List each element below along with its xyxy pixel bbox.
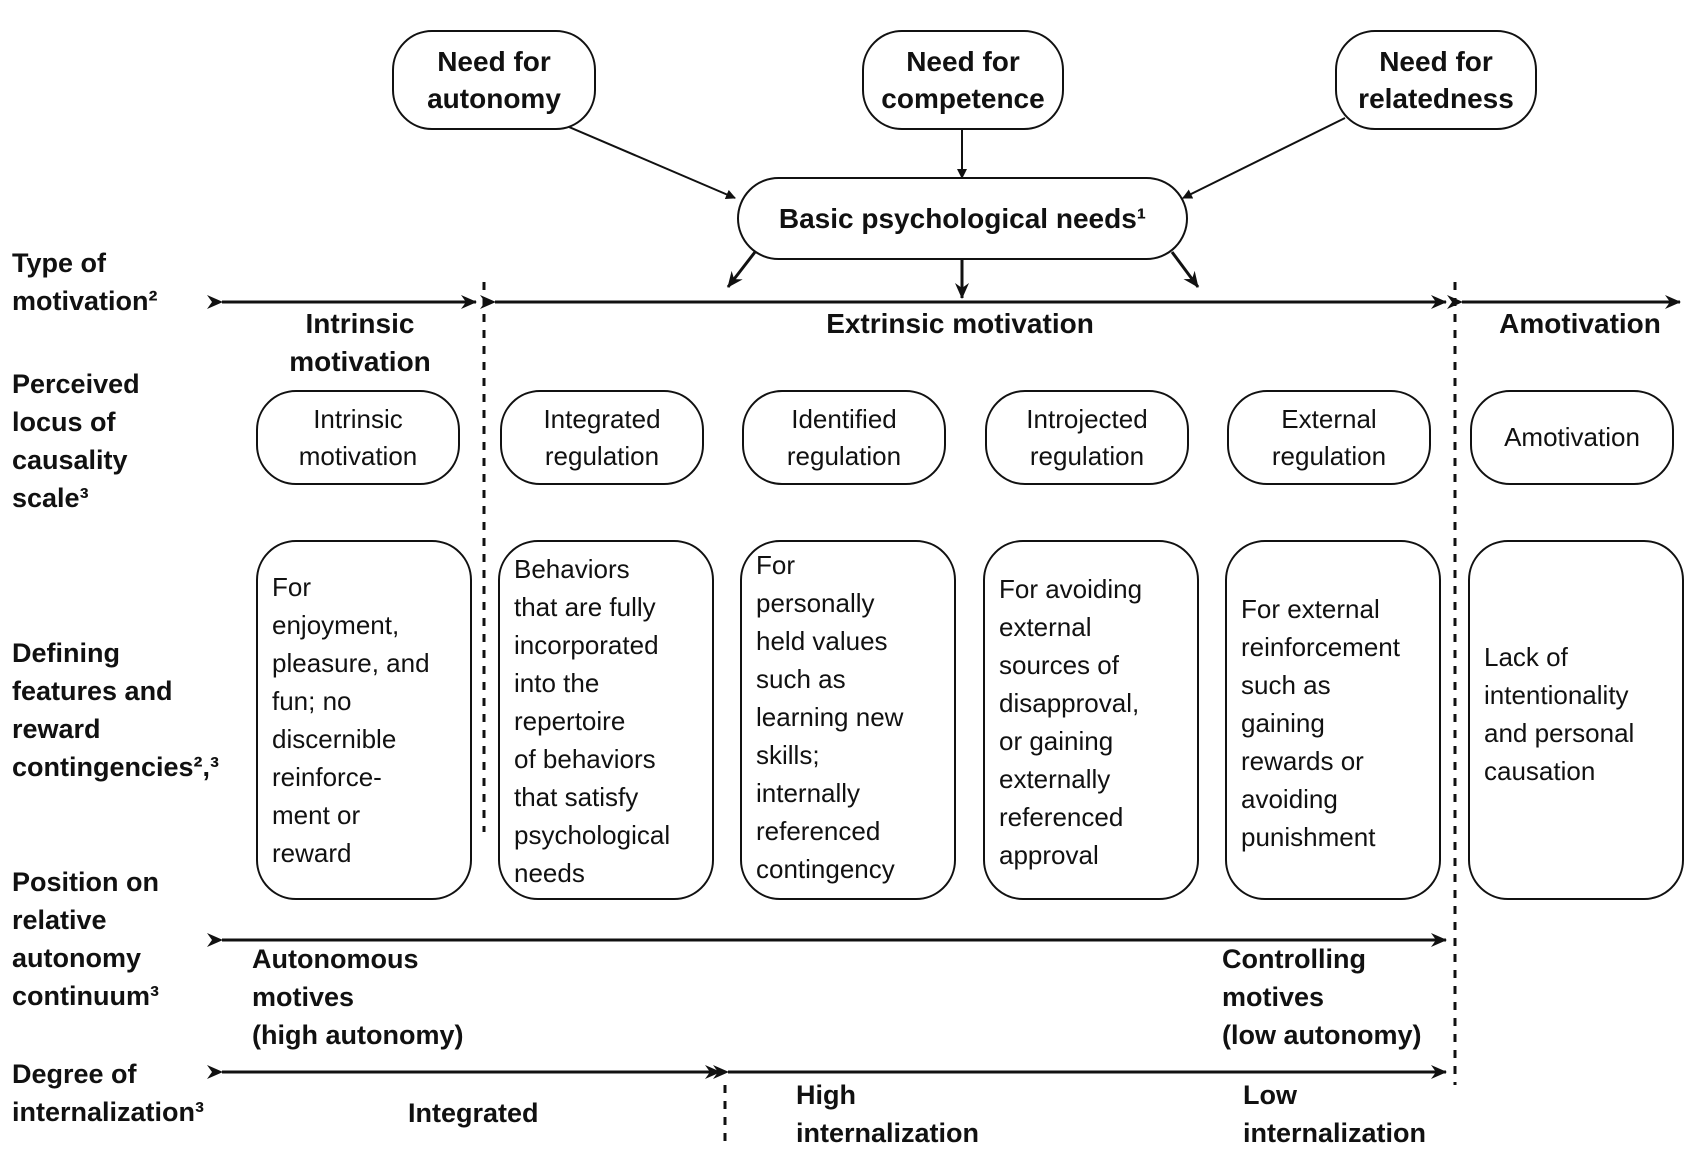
- relatedness-arrow: [1182, 117, 1346, 199]
- autonomous-motives-label: Autonomous motives (high autonomy): [252, 944, 464, 1050]
- need-relatedness-box: Need for relatedness: [1335, 30, 1537, 130]
- feature-intrinsic: For enjoyment, pleasure, and fun; no dis…: [256, 540, 472, 900]
- feature-amotivation: Lack of intentionality and personal caus…: [1468, 540, 1684, 900]
- scale-external-regulation: External regulation: [1227, 390, 1431, 485]
- heading-extrinsic-motivation: Extrinsic motivation: [826, 308, 1094, 339]
- label-defining-features: Defining features and reward contingenci…: [12, 638, 220, 782]
- label-locus-of-causality: Perceived locus of causality scale³: [12, 369, 140, 513]
- scale-identified-regulation: Identified regulation: [742, 390, 946, 485]
- feature-identified: For personally held values such as learn…: [740, 540, 956, 900]
- scale-amotivation: Amotivation: [1470, 390, 1674, 485]
- label-degree-internalization: Degree of internalization³: [12, 1059, 205, 1127]
- scale-introjected-regulation: Introjected regulation: [985, 390, 1189, 485]
- heading-amotivation: Amotivation: [1499, 308, 1661, 339]
- heading-intrinsic-motivation: Intrinsic motivation: [289, 308, 431, 377]
- high-internalization-label: High internalization: [796, 1080, 980, 1148]
- autonomy-arrow: [547, 117, 736, 200]
- integrated-label: Integrated: [408, 1098, 539, 1128]
- feature-integrated: Behaviors that are fully incorporated in…: [498, 540, 714, 900]
- basic-needs-box: Basic psychological needs¹: [737, 177, 1188, 260]
- need-autonomy-box: Need for autonomy: [392, 30, 596, 130]
- label-type-of-motivation: Type of motivation²: [12, 248, 158, 316]
- scale-intrinsic-motivation: Intrinsic motivation: [256, 390, 460, 485]
- controlling-motives-label: Controlling motives (low autonomy): [1222, 944, 1422, 1050]
- basic-down-right-arrow: [1170, 251, 1200, 288]
- label-autonomy-continuum: Position on relative autonomy continuum³: [12, 867, 159, 1011]
- low-internalization-label: Low internalization: [1243, 1080, 1427, 1148]
- feature-external: For external reinforcement such as gaini…: [1225, 540, 1441, 900]
- scale-integrated-regulation: Integrated regulation: [500, 390, 704, 485]
- basic-down-left-arrow: [726, 251, 757, 288]
- need-competence-box: Need for competence: [862, 30, 1064, 130]
- feature-introjected: For avoiding external sources of disappr…: [983, 540, 1199, 900]
